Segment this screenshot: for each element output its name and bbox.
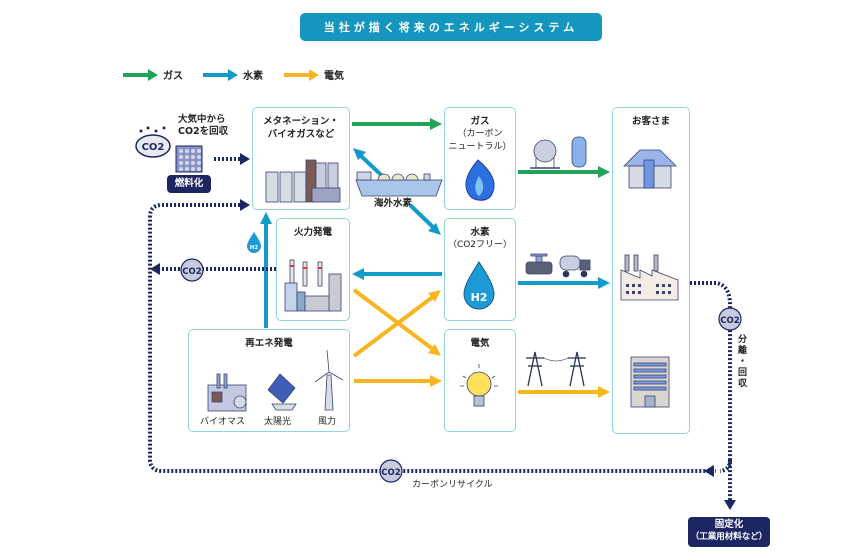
co2-badge-thermal (180, 258, 204, 282)
factory-icon (620, 254, 679, 301)
office-building-icon (630, 356, 670, 408)
co2-cloud-text: CO2 (142, 142, 165, 153)
fixation-line-1: 固定化 (714, 519, 744, 530)
tanker-truck-icon (559, 255, 591, 278)
renewable-title: 再エネ発電 (245, 338, 293, 349)
biomass-label: バイオマス (200, 417, 246, 427)
gas-tank-icon (571, 136, 587, 168)
hydrogen-box-title: 水素 (470, 227, 490, 238)
co2-recycle-junction (719, 459, 732, 473)
gas-box-title: ガス (470, 116, 490, 127)
hydrogen-drop-label: H2 (471, 291, 488, 304)
electricity-arrow-renewable-to-electricity (354, 375, 442, 387)
power-pylon-icon (526, 351, 586, 387)
co2-recycle-loop (148, 203, 716, 473)
renewable-box: 再エネ発電 (188, 329, 350, 432)
blue-arrow-icon (203, 68, 238, 81)
co2-badge-thermal-text: CO2 (182, 267, 201, 277)
wind-turbine-icon (314, 349, 344, 411)
co2-arrowhead (704, 465, 714, 477)
fixation-line-2: （工業用材料など） (690, 532, 768, 542)
pipe-valve-icon (525, 253, 553, 275)
hydrogen-arrow-renewable-to-methanation (260, 212, 272, 328)
gas-box-sub-2: ニュートラル） (448, 142, 512, 152)
co2-arrowhead (240, 199, 250, 211)
legend-gas: ガス (123, 67, 183, 82)
solar-panel-icon (267, 373, 297, 411)
biomass-plant-icon (207, 373, 247, 412)
separation-char: 回 (738, 368, 748, 378)
small-hydrogen-drop-icon (247, 232, 261, 253)
separation-label: 分 離 ・ 回 収 (738, 335, 748, 390)
co2-cloud-icon (135, 126, 171, 158)
methanation-plant-icon (265, 159, 341, 203)
separation-char: 分 (738, 335, 748, 345)
legend-electricity-label: 電気 (324, 71, 344, 82)
small-h2-label: H2 (250, 245, 259, 251)
separation-char: 収 (738, 379, 748, 389)
legend-gas-label: ガス (163, 71, 183, 82)
legend-hydrogen-label: 水素 (243, 71, 263, 82)
filter-mesh-icon (175, 145, 203, 173)
hydrogen-arrow-to-customers (518, 277, 610, 289)
co2-arrowhead (240, 153, 250, 165)
electricity-arrow-renewable-to-hydrogen (352, 290, 441, 358)
fuel-tag: 燃料化 (167, 175, 211, 193)
customers-title: お客さま (631, 116, 670, 127)
legend-hydrogen: 水素 (203, 67, 263, 82)
separation-char: ・ (738, 357, 748, 367)
light-bulb-icon (460, 364, 498, 407)
methanation-label-1: メタネーション・ (263, 116, 339, 127)
electricity-arrow-to-customers (518, 386, 610, 398)
solar-label: 太陽光 (264, 417, 292, 427)
gas-box: ガス （カーボン ニュートラル） (444, 107, 516, 210)
thermal-power-plant-icon (284, 259, 342, 312)
house-icon (623, 149, 677, 189)
hydrogen-arrow-to-thermal (352, 268, 442, 280)
separation-char: 離 (738, 346, 748, 356)
yellow-arrow-icon (284, 68, 319, 81)
fixation-tag: 固定化 （工業用材料など） (688, 517, 770, 547)
gas-holder-icon (530, 139, 560, 169)
thermal-power-title: 火力発電 (293, 227, 332, 238)
co2-badge-separation-text: CO2 (720, 316, 739, 326)
hydrogen-box-sub: （CO2フリー） (447, 240, 513, 250)
co2-capture-label-1: 大気中から (178, 114, 226, 125)
co2-badge-recycle-text: CO2 (381, 468, 400, 478)
electricity-arrow-thermal-to-electricity (352, 288, 441, 356)
co2-badge-separation (718, 307, 742, 331)
green-arrow-icon (123, 68, 158, 81)
gas-box-sub-1: （カーボン (457, 129, 503, 139)
hydrogen-drop-icon (463, 261, 495, 310)
hydrogen-arrow-overseas-to-hydrogen (408, 203, 441, 235)
methanation-label-2: バイオガスなど (267, 129, 335, 140)
wind-label: 風力 (318, 417, 337, 427)
lng-ship-icon (355, 171, 443, 197)
legend-electricity: 電気 (284, 67, 344, 82)
co2-arrowhead (724, 500, 736, 510)
carbon-recycle-label: カーボンリサイクル (412, 480, 493, 490)
overseas-hydrogen-label: 海外水素 (374, 198, 413, 209)
gas-arrow-methanation-to-gas (352, 118, 442, 130)
flame-icon (465, 159, 495, 201)
gas-arrow-to-customers (518, 166, 610, 178)
co2-arrowhead (150, 263, 160, 275)
diagram-title: 当社が描く将来のエネルギーシステム (300, 13, 602, 41)
co2-capture-label-2: CO2を回収 (178, 126, 229, 137)
electricity-box-title: 電気 (470, 338, 490, 349)
co2-badge-recycle (379, 459, 403, 483)
